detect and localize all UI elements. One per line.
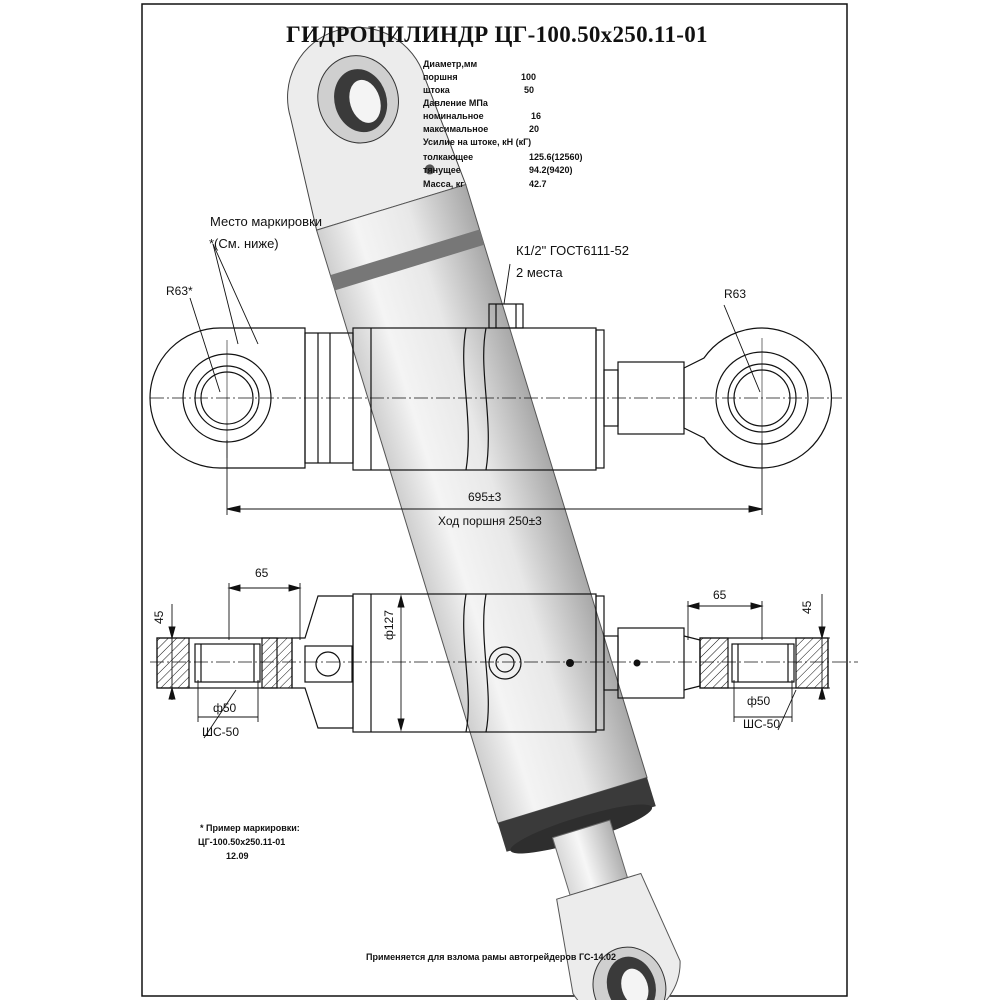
dim-45-right-label: 45 [800, 600, 814, 614]
spec-rod-value: 50 [524, 85, 535, 95]
spec-mass-label: Масса, кг [423, 179, 464, 189]
radius-left-label: R63* [166, 284, 193, 298]
dim-45-left-label: 45 [152, 610, 166, 624]
spec-piston-value: 100 [521, 72, 537, 82]
elevation-view [149, 303, 842, 471]
marking-leaders [212, 243, 511, 345]
bearing-right-label: ШС-50 [743, 717, 781, 731]
dim-65-left-label: 65 [255, 566, 269, 580]
marking-see-below-label: *(См. ниже) [209, 236, 279, 251]
marking-example-title: * Пример маркировки: [200, 823, 300, 833]
spec-rod-label: штока [423, 85, 450, 95]
length-dimensions [226, 440, 763, 515]
plan-view [150, 593, 858, 733]
dim-65-right-label: 65 [713, 588, 727, 602]
dia-50-right-label: ф50 [747, 694, 771, 708]
barrel-band [330, 229, 485, 291]
dia-50-left-label: ф50 [213, 701, 237, 715]
spec-push-value: 125.6(12560) [529, 152, 583, 162]
spec-nominal-label: номинальное [423, 111, 484, 121]
bearing-left-label: ШС-50 [202, 725, 240, 739]
application-note: Применяется для взлома рамы автогрейдеро… [366, 952, 616, 962]
stroke-dimension-label: Ход поршня 250±3 [438, 514, 542, 528]
marking-example-code: ЦГ-100.50х250.11-01 [198, 837, 286, 847]
radius-leaders [189, 297, 761, 393]
top-eye [287, 26, 467, 231]
bottom-eye [556, 872, 681, 1000]
marking-example-date: 12.09 [226, 851, 249, 861]
port-thread-label: К1/2" ГОСТ6111-52 [516, 243, 629, 258]
spec-piston-label: поршня [423, 72, 458, 82]
plan-dimensions [160, 583, 830, 739]
spec-force-header: Усилие на штоке, кН (кГ) [423, 137, 532, 147]
spec-push-label: толкающее [423, 152, 474, 162]
cylinder-3d-render [287, 26, 681, 1000]
spec-nominal-value: 16 [531, 111, 542, 121]
dia-127-label: ф127 [382, 610, 396, 640]
spec-diameter-header: Диаметр,мм [423, 59, 478, 69]
spec-max-value: 20 [529, 124, 540, 134]
length-dimension-label: 695±3 [468, 490, 502, 504]
spec-pressure-header: Давление МПа [423, 98, 488, 108]
spec-pull-label: тянущее [423, 165, 461, 175]
plan-markers [566, 659, 641, 667]
spec-mass-value: 42.7 [529, 179, 547, 189]
marking-place-label: Место маркировки [210, 214, 323, 229]
spec-max-label: максимальное [423, 124, 489, 134]
port-count-label: 2 места [516, 265, 563, 280]
sheet-border [141, 3, 848, 997]
spec-pull-value: 94.2(9420) [529, 165, 573, 175]
drawing-title: ГИДРОЦИЛИНДР ЦГ-100.50х250.11-01 [286, 22, 708, 47]
radius-right-label: R63 [724, 287, 747, 301]
